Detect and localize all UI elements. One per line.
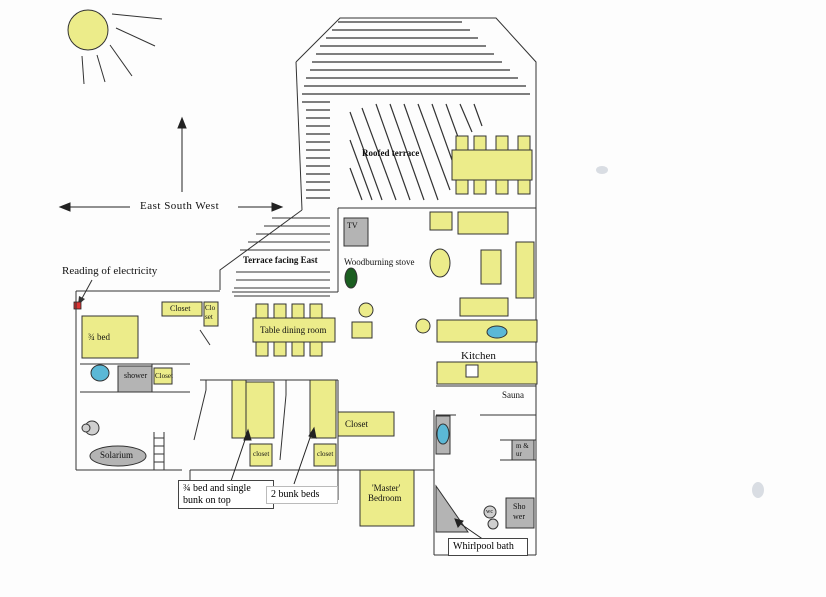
roofed-terrace-hatching: [302, 21, 530, 201]
house-walls: [75, 17, 537, 556]
compass-label: East South West: [140, 200, 220, 212]
master-label-2: Bedroom: [368, 493, 402, 503]
solarium-bed: [89, 445, 147, 467]
sauna-label: Sauna: [502, 390, 524, 400]
shower-right: [505, 497, 535, 529]
wc-label-2: ur: [516, 450, 522, 458]
small-table: [351, 321, 373, 339]
closet-mid-label: Closet: [345, 419, 369, 429]
side-cabinet: [480, 249, 502, 285]
callout-whirlpool-text: Whirlpool bath: [453, 541, 514, 552]
sun-icon: [67, 9, 163, 85]
electricity-meter-marker: [73, 279, 93, 310]
master-bed: [359, 469, 415, 527]
closet-top-label: Closet: [170, 304, 191, 313]
compass-arrows: [58, 116, 284, 212]
kitchen-counter-2: [436, 361, 538, 385]
closet-b: [313, 443, 337, 467]
wc-box: [511, 439, 535, 461]
kitchen-island: [459, 297, 509, 317]
kitchen-cooker: [465, 364, 479, 378]
closet-small: [203, 301, 219, 327]
callout-pointers: [229, 426, 485, 541]
kitchen-sink: [486, 325, 508, 339]
closet-mid: [337, 411, 395, 437]
round-stool: [415, 318, 431, 334]
coffee-table: [429, 248, 451, 278]
long-sofa: [515, 241, 535, 299]
master-label-1: 'Master': [372, 483, 401, 493]
dining-table: [252, 317, 336, 343]
kitchen-label: Kitchen: [461, 350, 496, 362]
roofed-terrace-label: Roofed terrace: [362, 148, 420, 158]
callout-bunk-bed: ¾ bed and single bunk on top: [178, 480, 274, 509]
toilet-right: [483, 505, 497, 519]
wc-small-label: wc: [486, 509, 493, 515]
sofa: [457, 211, 509, 235]
closet-b-label: closet: [317, 450, 334, 458]
armchair: [429, 211, 453, 231]
closet-a: [249, 443, 273, 467]
shower-right-label-2: wer: [513, 512, 525, 521]
east-terrace-hatching: [234, 217, 330, 297]
basin-right: [436, 423, 450, 445]
bed-bunk: [231, 379, 247, 439]
wc-label-1: m &: [516, 442, 529, 450]
bed-single: [245, 381, 275, 439]
east-terrace-label: Terrace facing East: [243, 255, 318, 265]
closet-a-label: closet: [253, 450, 270, 458]
basin-left: [90, 364, 110, 382]
closet-top: [161, 301, 203, 317]
closet-small-label-2: set: [205, 313, 213, 321]
shower-left: [117, 365, 153, 393]
electricity-label: Reading of electricity: [62, 265, 158, 277]
bed-three-quarter: [81, 315, 139, 359]
callout-bunk-line-1: ¾ bed and single: [183, 483, 251, 494]
closet-left: [153, 367, 173, 385]
tv-label: TV: [347, 221, 358, 230]
callout-whirlpool: Whirlpool bath: [448, 538, 528, 556]
closet-left-label: Closet: [155, 372, 173, 380]
tv-unit: [343, 217, 369, 247]
terrace-table: [451, 149, 533, 181]
stairs: [153, 432, 165, 470]
dining-table-label: Table dining room: [260, 325, 327, 335]
shower-right-label-1: Sho: [513, 502, 526, 511]
callout-two-bunk: 2 bunk beds: [266, 486, 338, 504]
woodburning-stove-icon: [344, 267, 358, 289]
callout-bunk-line-2: bunk on top: [183, 494, 231, 506]
callout-two-bunk-text: 2 bunk beds: [271, 489, 320, 500]
paper-smudges: [596, 166, 764, 498]
stove-label: Woodburning stove: [344, 257, 415, 267]
closet-small-label-1: Clo: [205, 304, 216, 312]
bed-label: ¾ bed: [88, 332, 110, 342]
shower-left-label: shower: [124, 371, 148, 380]
furniture: [81, 135, 538, 533]
stool: [358, 302, 374, 318]
solarium-label: Solarium: [100, 450, 133, 460]
